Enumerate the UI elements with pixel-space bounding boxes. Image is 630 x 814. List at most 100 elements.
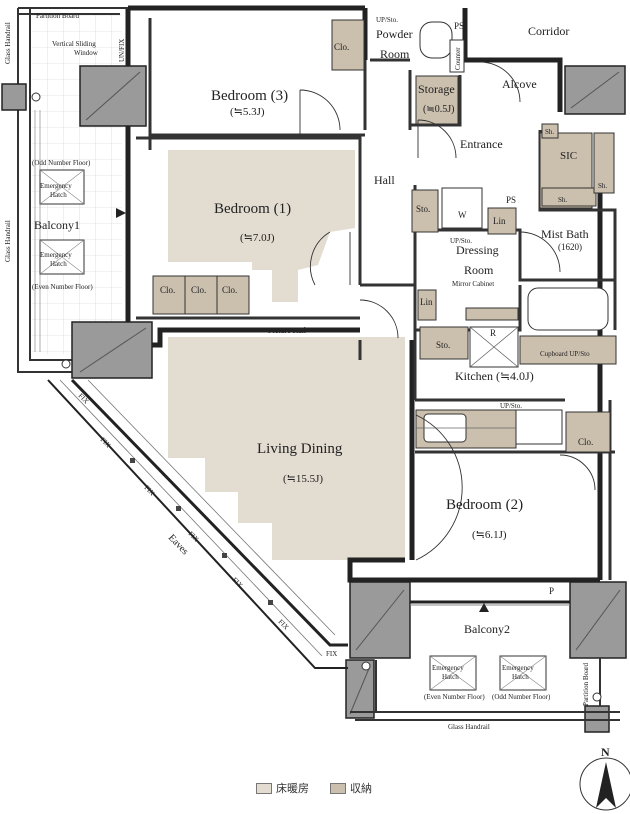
washing-machine bbox=[441, 187, 483, 229]
size-storage: (≒0.5J) bbox=[423, 104, 454, 115]
label-corridor: Corridor bbox=[528, 24, 569, 38]
label-clo: Clo. bbox=[334, 42, 349, 52]
label-emergency-hatch: Emergency bbox=[432, 664, 464, 672]
label-cupboard: Cupboard UP/Sto bbox=[540, 350, 590, 358]
entry-marker-balcony1 bbox=[116, 208, 126, 218]
cooktop bbox=[515, 409, 563, 445]
label-emergency-hatch: Hatch bbox=[50, 260, 67, 268]
label-powder-1: Powder bbox=[376, 27, 413, 41]
label-fix: FIX bbox=[326, 650, 337, 658]
storage-block bbox=[519, 335, 617, 365]
label-emergency-hatch: Hatch bbox=[50, 191, 67, 199]
label-hall: Hall bbox=[374, 173, 395, 187]
label-clo: Clo. bbox=[160, 285, 175, 295]
storage-block bbox=[411, 189, 439, 233]
label-ps: PS bbox=[454, 21, 464, 31]
toilet bbox=[419, 21, 453, 59]
label-bedroom2: Bedroom (2) bbox=[446, 497, 523, 513]
storage-block bbox=[565, 411, 611, 453]
label-partition-board-right: Partition Board bbox=[582, 663, 590, 706]
label-glass-handrail-left: Glass Handrail bbox=[4, 220, 12, 262]
label-bedroom1: Bedroom (1) bbox=[214, 201, 291, 217]
label-lin: Lin bbox=[420, 297, 433, 307]
label-kitchen: Kitchen (≒4.0J) bbox=[455, 369, 534, 383]
label-fix: FIX bbox=[77, 392, 91, 406]
legend-label-heated: 床暖房 bbox=[276, 782, 309, 795]
storage-block bbox=[541, 187, 597, 207]
label-picture-rail: Picture Rail bbox=[268, 326, 307, 335]
column bbox=[71, 321, 153, 379]
storage-block bbox=[216, 275, 250, 315]
storage-block bbox=[593, 132, 615, 194]
storage-block bbox=[487, 207, 517, 235]
label-odd-floor: (Odd Number Floor) bbox=[492, 693, 551, 701]
label-glass-handrail-top: Glass Handrail bbox=[4, 22, 12, 64]
storage-block bbox=[415, 75, 459, 125]
label-even-floor: (Even Number Floor) bbox=[32, 283, 93, 291]
label-emergency-hatch: Hatch bbox=[512, 673, 529, 681]
legend-storage: 収納 bbox=[330, 780, 372, 796]
storage-block bbox=[541, 123, 559, 139]
label-balcony1: Balcony1 bbox=[34, 218, 80, 232]
storage-block bbox=[419, 326, 469, 360]
label-ps: PS bbox=[506, 195, 516, 205]
storage-block bbox=[184, 275, 218, 315]
label-mist-bath: Mist Bath bbox=[541, 227, 589, 241]
floor-heat-living bbox=[168, 337, 405, 560]
label-balcony2: Balcony2 bbox=[464, 622, 510, 636]
size-bedroom1: (≒7.0J) bbox=[240, 232, 275, 244]
drain bbox=[361, 661, 371, 671]
size-living: (≒15.5J) bbox=[283, 473, 323, 485]
label-alcove: Alcove bbox=[502, 77, 537, 91]
storage-block bbox=[465, 307, 519, 321]
label-storage: Storage bbox=[418, 82, 455, 96]
label-counter: Counter bbox=[454, 47, 462, 70]
label-mirror-cabinet: Mirror Cabinet bbox=[452, 280, 494, 288]
label-emergency-hatch: Emergency bbox=[502, 664, 534, 672]
label-entrance: Entrance bbox=[460, 137, 503, 151]
label-odd-floor: (Odd Number Floor) bbox=[32, 159, 91, 167]
storage-block bbox=[417, 289, 437, 321]
legend-swatch-storage bbox=[330, 782, 346, 794]
size-mist-bath: (1620) bbox=[558, 242, 582, 252]
label-r: R bbox=[490, 328, 496, 338]
label-clo: Clo. bbox=[191, 285, 206, 295]
label-up-sto: UP/Sto. bbox=[376, 16, 398, 24]
label-glass-handrail: Glass Handrail bbox=[448, 723, 490, 731]
bathtub bbox=[527, 287, 609, 331]
label-powder-2: Room bbox=[380, 47, 410, 61]
size-bedroom3: (≒5.3J) bbox=[230, 106, 265, 118]
label-p: P bbox=[549, 586, 554, 596]
legend-swatch-heated bbox=[256, 782, 272, 794]
label-emergency-hatch: Emergency bbox=[40, 182, 72, 190]
label-un-fix: UN/FIX bbox=[118, 39, 126, 62]
label-lin: Lin bbox=[493, 216, 506, 226]
drain bbox=[592, 692, 602, 702]
label-eaves: Eaves bbox=[166, 532, 191, 557]
north-label: N bbox=[601, 745, 610, 759]
legend-label-storage: 収納 bbox=[350, 782, 372, 795]
label-vertical-sliding-2: Window bbox=[74, 49, 99, 57]
column bbox=[1, 83, 27, 111]
size-bedroom2: (≒6.1J) bbox=[472, 529, 507, 541]
label-sic: SIC bbox=[560, 150, 577, 162]
label-emergency-hatch: Emergency bbox=[40, 251, 72, 259]
label-clo: Clo. bbox=[578, 437, 593, 447]
label-bedroom3: Bedroom (3) bbox=[211, 88, 288, 104]
label-up-sto: UP/Sto. bbox=[450, 237, 472, 245]
label-sh: Sh. bbox=[598, 182, 607, 190]
label-sto: Sto. bbox=[436, 340, 450, 350]
legend-heated: 床暖房 bbox=[256, 780, 309, 796]
north-arrow bbox=[579, 757, 630, 811]
label-sh: Sh. bbox=[558, 196, 567, 204]
label-partition-board: Partition Board bbox=[36, 12, 79, 20]
label-sh: Sh. bbox=[545, 128, 554, 136]
label-w: W bbox=[458, 210, 467, 220]
label-dressing-2: Room bbox=[464, 263, 494, 277]
storage-block bbox=[152, 275, 186, 315]
label-clo: Clo. bbox=[222, 285, 237, 295]
entry-marker-balcony2 bbox=[479, 603, 489, 612]
label-emergency-hatch: Hatch bbox=[442, 673, 459, 681]
storage-block bbox=[331, 19, 365, 71]
